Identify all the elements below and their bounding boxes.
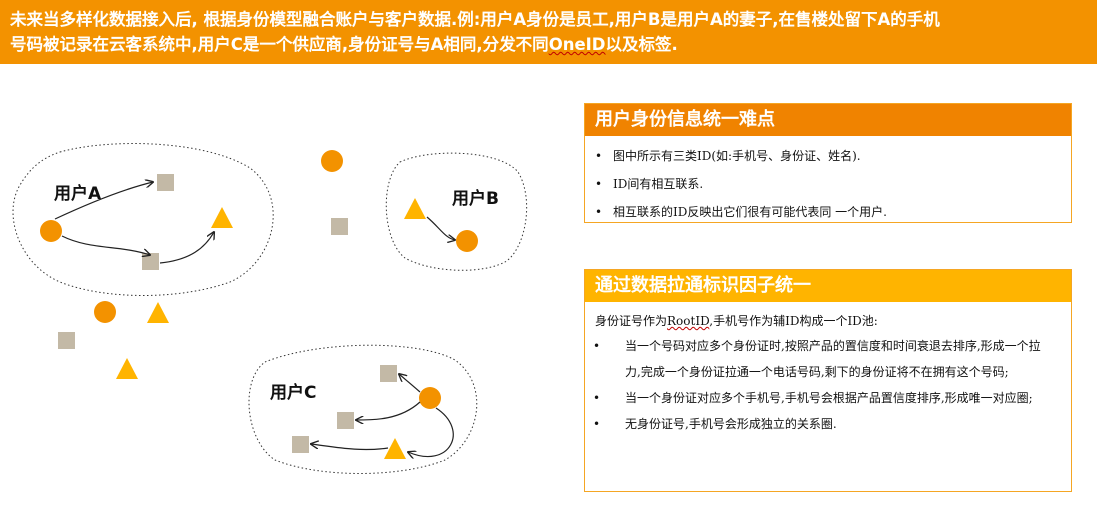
user-c-arrow-1 bbox=[399, 374, 421, 393]
panel1-bullet: ID间有相互联系. bbox=[593, 170, 1063, 198]
user-b-arrow bbox=[426, 216, 455, 240]
scattered-circle-1 bbox=[321, 150, 343, 172]
panel-unification-method: 通过数据拉通标识因子统一 身份证号作为RootID,手机号作为辅ID构成一个ID… bbox=[584, 269, 1072, 492]
banner-line-2: 号码被记录在云客系统中,用户C是一个供应商,身份证号与A相同,分发不同OneID… bbox=[10, 32, 1087, 57]
user-c-square-3 bbox=[292, 436, 309, 453]
oneid-term: OneID bbox=[548, 35, 606, 54]
panel2-bullet: 当一个号码对应多个身份证时,按照产品的置信度和时间衰退去排序,形成一个拉力,完成… bbox=[593, 333, 1063, 385]
panel1-bullet-list: 图中所示有三类ID(如:手机号、身份证、姓名). ID间有相互联系. 相互联系的… bbox=[585, 136, 1071, 226]
user-c-label: 用户C bbox=[270, 382, 316, 403]
scattered-triangle-1 bbox=[147, 302, 169, 323]
user-c-arrow-4 bbox=[311, 444, 389, 451]
user-c-arrow-3 bbox=[408, 407, 454, 457]
user-a-label: 用户A bbox=[54, 183, 102, 204]
user-c-square-2 bbox=[337, 412, 354, 429]
panel1-bullet: 相互联系的ID反映出它们很有可能代表同 一个用户. bbox=[593, 198, 1063, 226]
user-b-triangle bbox=[404, 198, 426, 219]
user-c-cloud bbox=[248, 344, 478, 474]
panel2-bullet: 无身份证号,手机号会形成独立的关系圈. bbox=[593, 411, 1063, 437]
user-a-cloud bbox=[12, 143, 274, 296]
user-a-arrow-1 bbox=[54, 182, 153, 220]
user-a-square-2 bbox=[142, 253, 159, 270]
scattered-square-1 bbox=[331, 218, 348, 235]
banner-line-2-text: 号码被记录在云客系统中,用户C是一个供应商,身份证号与A相同,分发不同 bbox=[10, 35, 549, 54]
user-a-square-1 bbox=[157, 174, 174, 191]
panel1-bullet: 图中所示有三类ID(如:手机号、身份证、姓名). bbox=[593, 142, 1063, 170]
scattered-circle-2 bbox=[94, 301, 116, 323]
panel1-title: 用户身份信息统一难点 bbox=[585, 104, 1071, 136]
panel2-bullet: 当一个身份证对应多个手机号,手机号会根据产品置信度排序,形成唯一对应圈; bbox=[593, 385, 1063, 411]
user-c-arrow-2 bbox=[356, 401, 421, 420]
user-b-cloud bbox=[385, 152, 528, 271]
top-banner: 未来当多样化数据接入后, 根据身份模型融合账户与客户数据.例:用户A身份是员工,… bbox=[0, 0, 1097, 64]
banner-line-2-end: 以及标签. bbox=[605, 35, 678, 54]
panel2-intro-post: ,手机号作为辅ID构成一个ID池: bbox=[709, 314, 878, 328]
user-c-triangle bbox=[384, 438, 406, 459]
user-c-circle bbox=[419, 387, 441, 409]
rootid-term: RootID bbox=[667, 314, 710, 328]
panel2-intro: 身份证号作为RootID,手机号作为辅ID构成一个ID池: bbox=[585, 302, 1071, 333]
user-a-arrow-2 bbox=[61, 235, 150, 255]
scattered-triangle-2 bbox=[116, 358, 138, 379]
id-relationship-diagram: 用户A 用户B 用户C bbox=[12, 143, 528, 474]
panel2-title: 通过数据拉通标识因子统一 bbox=[585, 270, 1071, 302]
scattered-square-2 bbox=[58, 332, 75, 349]
user-a-triangle bbox=[211, 207, 233, 228]
panel2-bullet-list: 当一个号码对应多个身份证时,按照产品的置信度和时间衰退去排序,形成一个拉力,完成… bbox=[585, 333, 1071, 437]
user-b-label: 用户B bbox=[452, 188, 499, 209]
user-c-square-1 bbox=[380, 365, 397, 382]
banner-line-1: 未来当多样化数据接入后, 根据身份模型融合账户与客户数据.例:用户A身份是员工,… bbox=[10, 10, 940, 29]
user-a-phone-circle bbox=[40, 220, 62, 242]
panel-identity-difficulties: 用户身份信息统一难点 图中所示有三类ID(如:手机号、身份证、姓名). ID间有… bbox=[584, 103, 1072, 226]
panel2-intro-pre: 身份证号作为 bbox=[595, 314, 668, 328]
user-b-circle bbox=[456, 230, 478, 252]
user-a-arrow-3 bbox=[159, 232, 214, 264]
